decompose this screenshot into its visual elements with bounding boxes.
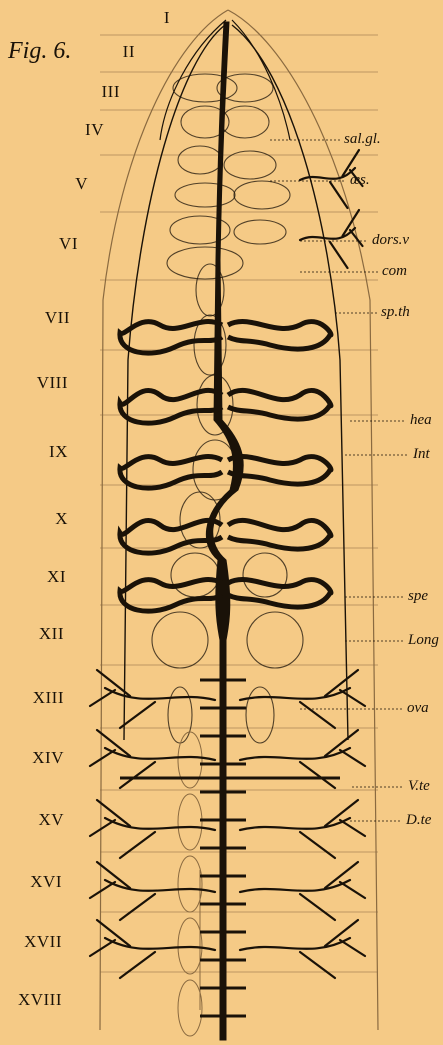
segment-label-xviii: XVIII [0, 990, 62, 1010]
intestine-section [178, 856, 202, 912]
segment-label-viii: VIII [0, 373, 68, 393]
segment-label-vii: VII [0, 308, 70, 328]
heart-left [120, 390, 222, 423]
anterior-branch-left [160, 20, 226, 140]
organ-lobe [234, 220, 286, 244]
annotation-label: D.te [406, 812, 431, 829]
vessel-branch [300, 952, 335, 978]
annotation-label: sal.gl. [344, 131, 381, 148]
segment-label-iv: IV [24, 120, 104, 140]
annotation-label: spe [408, 588, 428, 605]
vessel-branch [120, 894, 155, 920]
vessel-branch [90, 882, 115, 898]
vessel-branch [90, 690, 115, 706]
organ-lobe [243, 553, 287, 597]
annotation-label: com [382, 263, 407, 280]
segment-label-x: X [0, 509, 68, 529]
organ-lobe [175, 183, 235, 207]
vessel-branch [120, 952, 155, 978]
segment-lines [100, 35, 378, 972]
vessel-branch [300, 762, 335, 788]
vessel-branch [300, 832, 335, 858]
anterior-branch-right [232, 20, 290, 140]
segment-label-xv: XV [0, 810, 64, 830]
segment-label-i: I [90, 8, 170, 28]
vessel-branch [90, 820, 115, 836]
organ-lobe [168, 687, 192, 743]
vessel-branch [300, 894, 335, 920]
intestine-section [178, 794, 202, 850]
vessel-branch [330, 242, 348, 268]
organ-lobe [221, 106, 269, 138]
vessel-branch [120, 762, 155, 788]
segment-label-xvii: XVII [0, 932, 62, 952]
organs [152, 74, 303, 1036]
heart-right [228, 520, 331, 549]
annotation-label: œs. [350, 172, 370, 189]
organ-lobe [246, 687, 274, 743]
vessel-branch [340, 882, 365, 898]
organ-lobe [173, 74, 237, 102]
lateral-vessel-right [232, 25, 348, 740]
lateral-vessel-left [124, 25, 225, 740]
intestine-section [178, 980, 202, 1036]
vessel-branch [120, 702, 155, 728]
segment-label-vi: VI [0, 234, 78, 254]
heart-right [228, 322, 331, 350]
segment-label-ii: II [55, 42, 135, 62]
blood-vessels [90, 20, 365, 1040]
dorsal-vessel [206, 22, 243, 1040]
annotation-label: dors.v [372, 232, 409, 249]
vessel-branch [90, 940, 115, 956]
intestine-section [178, 732, 202, 788]
annotation-label: sp.th [381, 304, 410, 321]
heart-left [120, 580, 222, 612]
organ-lobe [171, 553, 219, 597]
organ-lobe [234, 181, 290, 209]
segment-label-v: V [8, 174, 88, 194]
annotation-label: ova [407, 700, 429, 717]
heart-right [228, 580, 331, 608]
vessel-branch [340, 750, 365, 766]
segment-label-xvi: XVI [0, 872, 62, 892]
annotation-label: V.te [408, 778, 430, 795]
vessel-branch [120, 832, 155, 858]
vessel-branch [90, 750, 115, 766]
segment-label-xii: XII [0, 624, 64, 644]
organ-lobe [167, 247, 243, 279]
vessel-branch [300, 702, 335, 728]
segment-label-xiii: XIII [0, 688, 64, 708]
annotation-label: Int [413, 446, 430, 463]
annotation-label: hea [410, 412, 432, 429]
segment-label-iii: III [40, 82, 120, 102]
annotation-label: Long [408, 632, 439, 649]
segment-label-xi: XI [0, 567, 66, 587]
organ-lobe [178, 146, 222, 174]
vessel-branch [340, 690, 365, 706]
vessel-branch [340, 820, 365, 836]
heart-left [120, 322, 222, 354]
heart-left [120, 457, 222, 489]
vessel-branch [340, 940, 365, 956]
organ-lobe [247, 612, 303, 668]
segment-label-ix: IX [0, 442, 68, 462]
organ-lobe [152, 612, 208, 668]
segment-label-xiv: XIV [0, 748, 64, 768]
